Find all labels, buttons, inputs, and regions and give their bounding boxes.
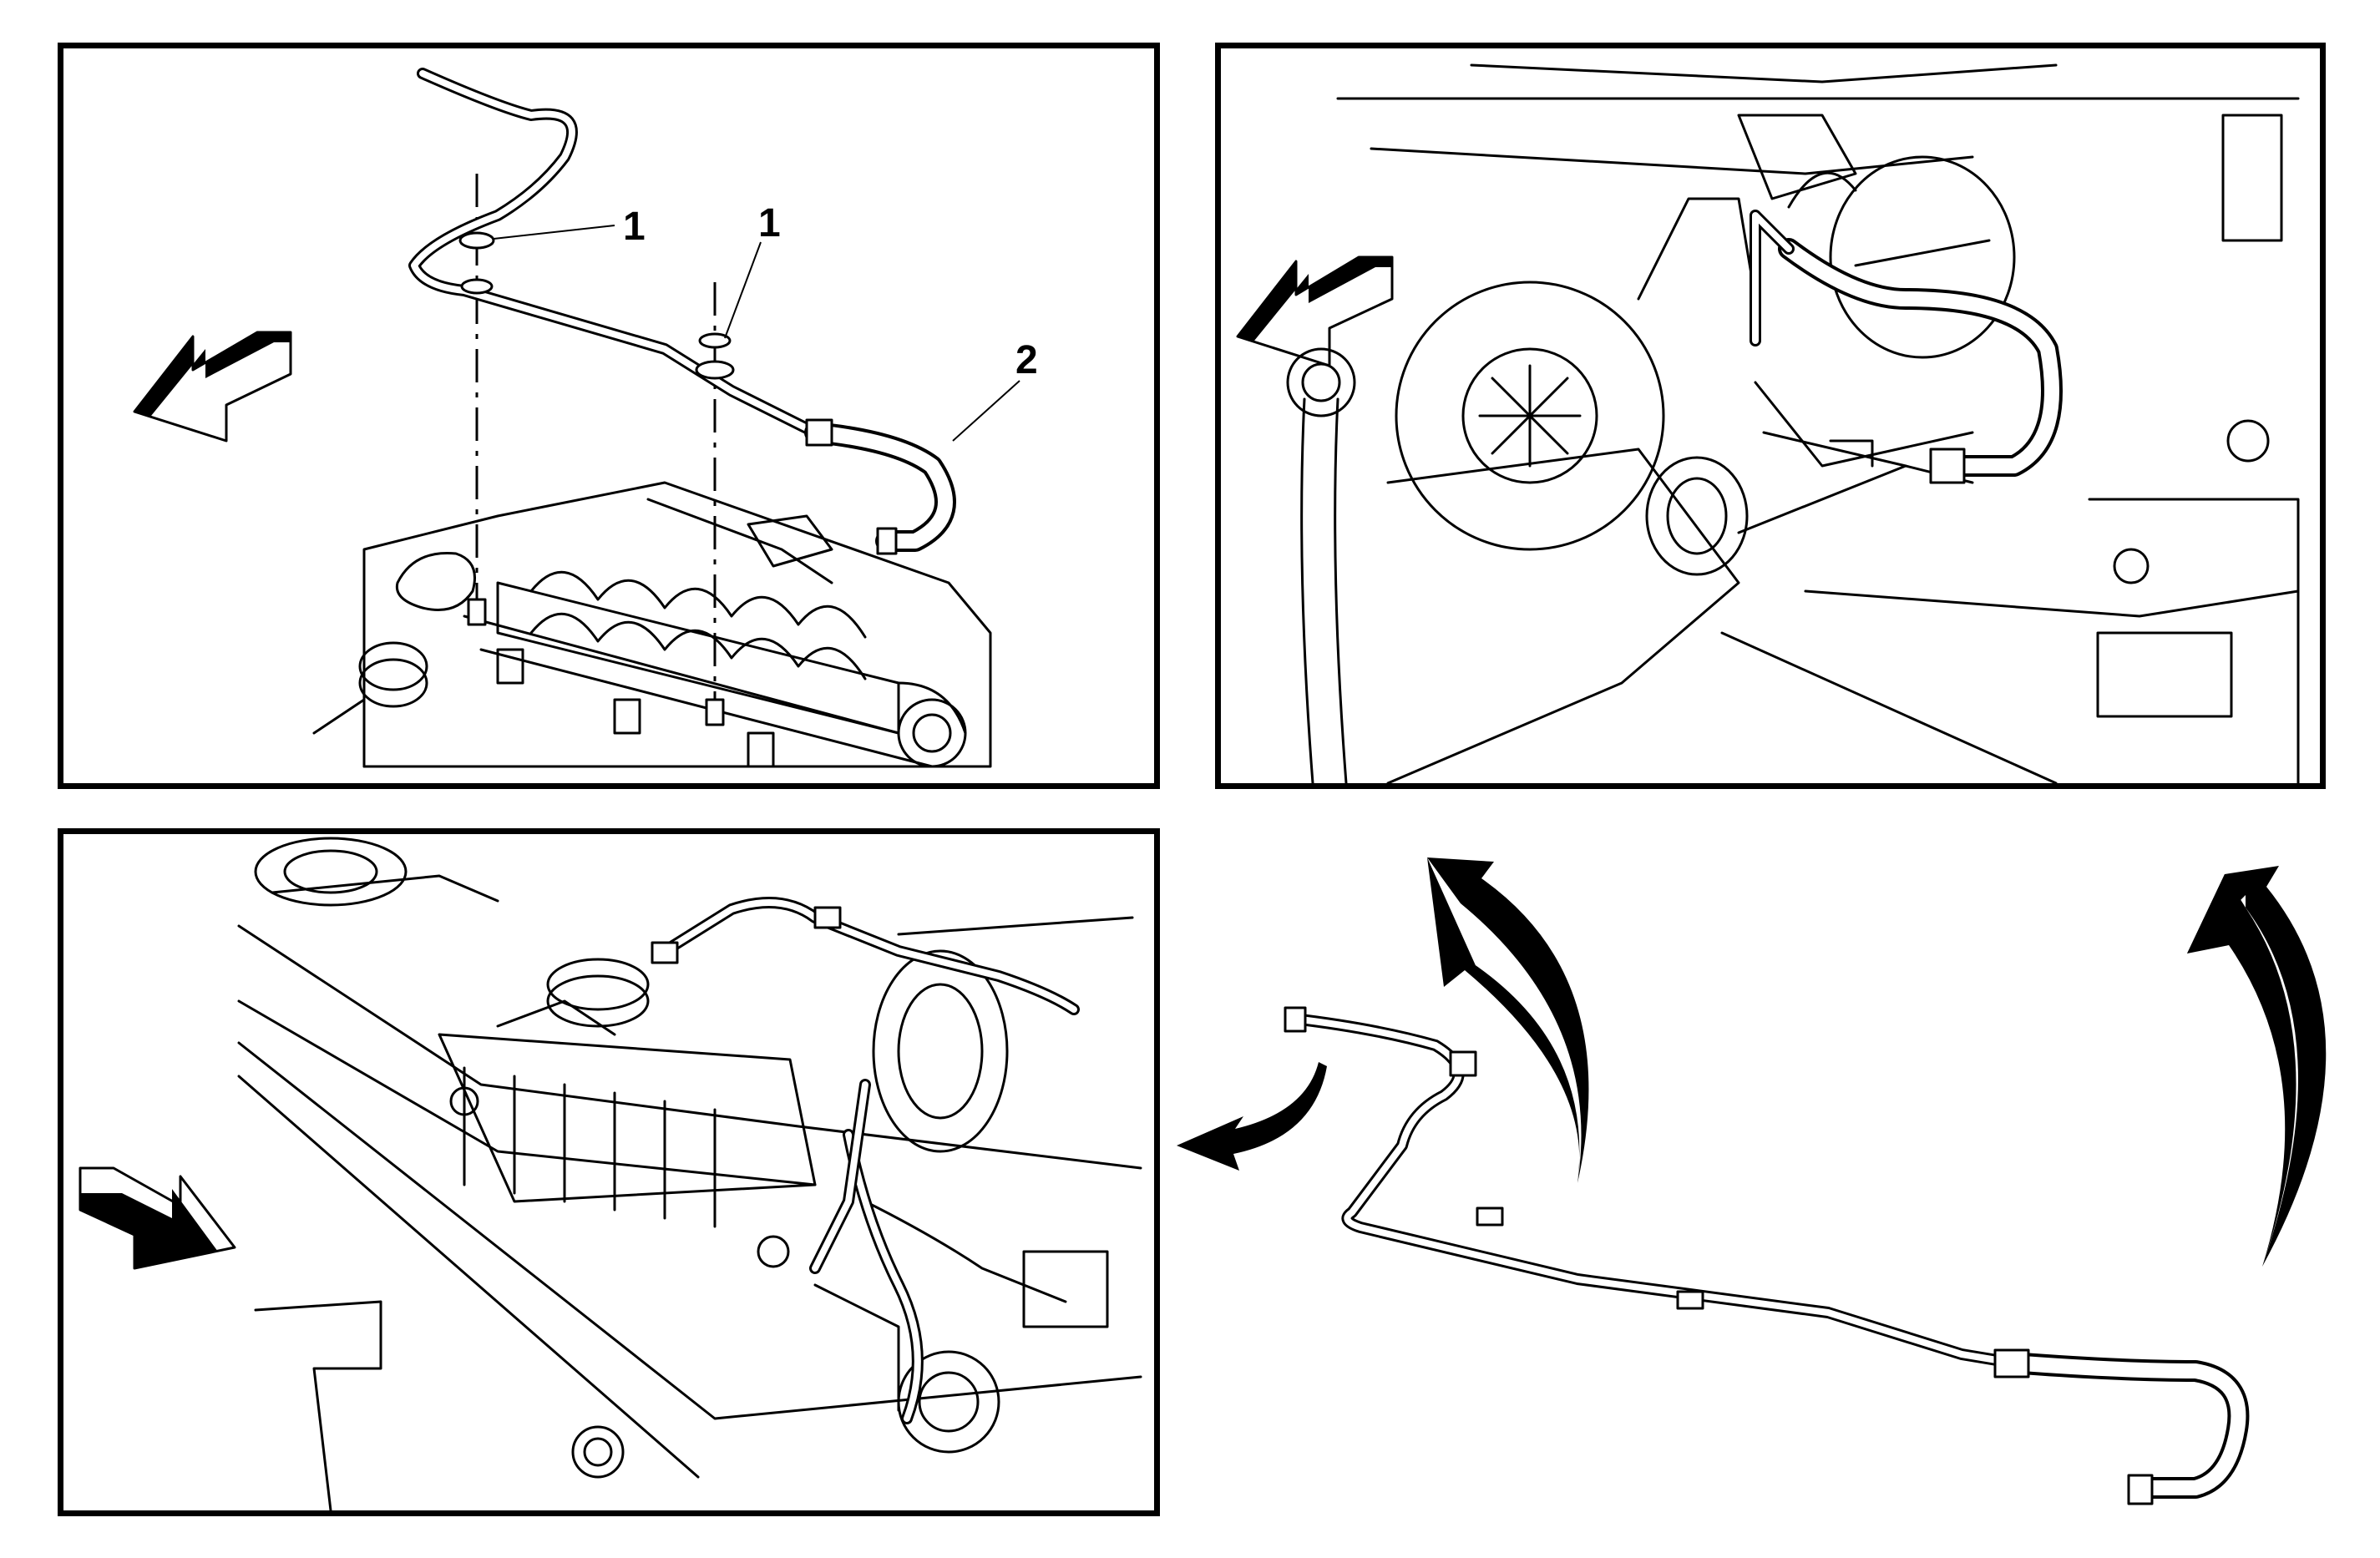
coolant-hose-front bbox=[1750, 210, 2063, 484]
panel-front-hose-connection bbox=[1215, 43, 2326, 789]
panel-rear-hose-connection bbox=[58, 828, 1160, 1516]
panel-exploded-view: 1 1 2 bbox=[58, 43, 1160, 789]
callout-hose: 2 bbox=[1015, 338, 1038, 382]
callout-seal-left: 1 bbox=[623, 205, 646, 249]
lift-arrow-middle bbox=[1427, 857, 1589, 1183]
front-direction-arrow bbox=[1236, 255, 1394, 367]
rotate-arrow-small bbox=[1177, 1062, 1327, 1171]
rear-hose-connection-drawing bbox=[78, 837, 1142, 1510]
engine-bay-components bbox=[237, 837, 1142, 1510]
bolt-right bbox=[705, 698, 725, 726]
leader-line-seal-left bbox=[493, 225, 615, 240]
engine-assembly bbox=[312, 481, 992, 768]
coolant-hose-rear bbox=[651, 897, 1080, 1424]
removed-hose-illustration bbox=[1160, 828, 2380, 1558]
removed-hose-drawing bbox=[1177, 857, 2327, 1505]
exploded-view-drawing bbox=[133, 68, 1020, 768]
coolant-hose-assembly bbox=[408, 68, 956, 555]
lift-arrow-right bbox=[2187, 866, 2327, 1267]
seal-left bbox=[458, 231, 495, 295]
front-hose-connection-drawing bbox=[1236, 63, 2300, 783]
callout-seal-right: 1 bbox=[758, 201, 781, 245]
engine-front-components bbox=[1286, 63, 2300, 783]
front-direction-arrow bbox=[78, 1166, 236, 1270]
removed-coolant-hose bbox=[1284, 1006, 2250, 1505]
leader-line-seal-right bbox=[724, 241, 762, 339]
leader-line-hose bbox=[952, 380, 1020, 442]
bolt-left bbox=[467, 598, 487, 626]
front-direction-arrow bbox=[133, 331, 292, 443]
seal-right bbox=[695, 332, 735, 380]
